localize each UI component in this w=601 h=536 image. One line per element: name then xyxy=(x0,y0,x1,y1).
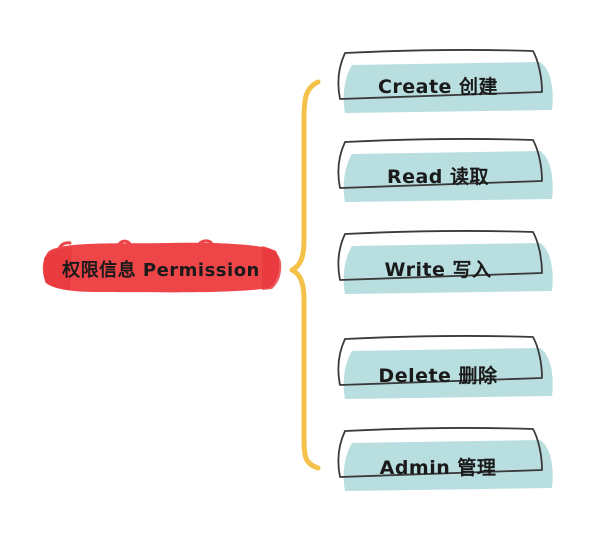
node-admin-label: Admin 管理 xyxy=(379,456,497,479)
root-highlight xyxy=(42,239,282,293)
node-create xyxy=(337,49,553,113)
node-admin xyxy=(337,427,553,491)
root-label: 权限信息 Permission xyxy=(62,260,260,281)
brace-connector xyxy=(289,79,321,471)
node-delete-label: Delete 删除 xyxy=(378,364,498,387)
node-read-label: Read 读取 xyxy=(386,165,490,188)
node-read xyxy=(337,138,553,202)
node-delete xyxy=(337,335,553,399)
node-create-label: Create 创建 xyxy=(377,75,499,98)
node-write xyxy=(337,230,553,294)
node-write-label: Write 写入 xyxy=(384,258,492,281)
